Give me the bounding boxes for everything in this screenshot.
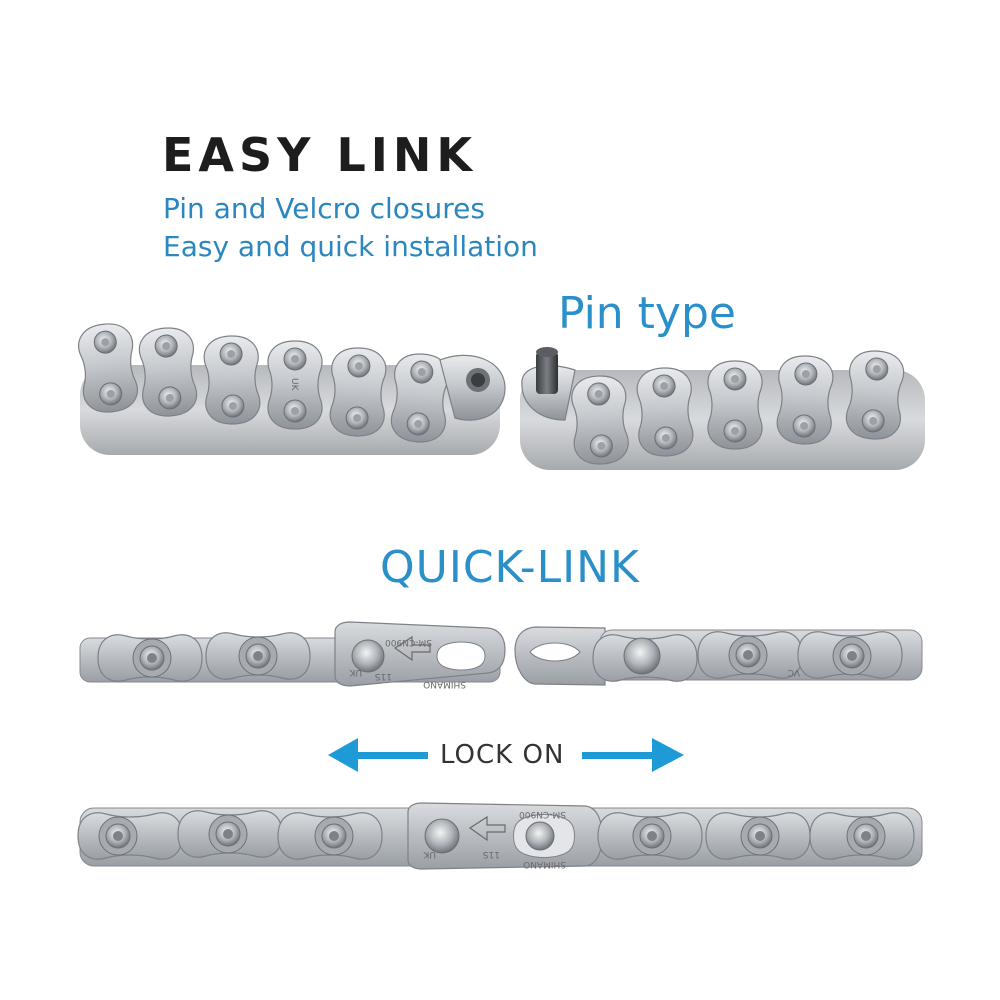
connecting-pin: [536, 347, 558, 394]
quick-link-plate-left: [334, 621, 506, 687]
plate-text-speed-1: 11S: [375, 671, 392, 681]
pin-type-label: Pin type: [558, 288, 736, 339]
headline: EASY LINK: [162, 128, 478, 182]
plate-text-model-2: SM-CN900: [519, 809, 566, 819]
plate-text-vc: VC: [788, 667, 800, 677]
quick-link-chain-right: [514, 626, 923, 686]
plate-text-brand-2: SHIMANO: [523, 859, 566, 869]
plate-text-uk-3: UK: [422, 849, 436, 859]
plate-text-model-1: SM-CN900: [385, 637, 432, 647]
subtitle-line-1: Pin and Velcro closures: [163, 192, 485, 225]
lock-on-label: LOCK ON: [440, 740, 565, 770]
locked-chain: [77, 802, 923, 870]
plate-text-speed-2: 11S: [483, 849, 500, 859]
subtitle-line-2: Easy and quick installation: [163, 230, 538, 263]
arrow-right-icon: [582, 738, 684, 772]
quick-link-label: QUICK-LINK: [380, 542, 640, 593]
plate-text-brand-1: SHIMANO: [423, 679, 466, 689]
quick-link-plate-locked: [407, 802, 603, 870]
plate-text-uk-1: UK: [289, 378, 299, 392]
pin-type-chain-right: [520, 347, 925, 470]
arrow-left-icon: [328, 738, 428, 772]
quick-link-chain-left: [79, 621, 506, 687]
pin-type-chain-left: [75, 320, 506, 455]
plate-text-uk-2: UK: [348, 667, 362, 677]
